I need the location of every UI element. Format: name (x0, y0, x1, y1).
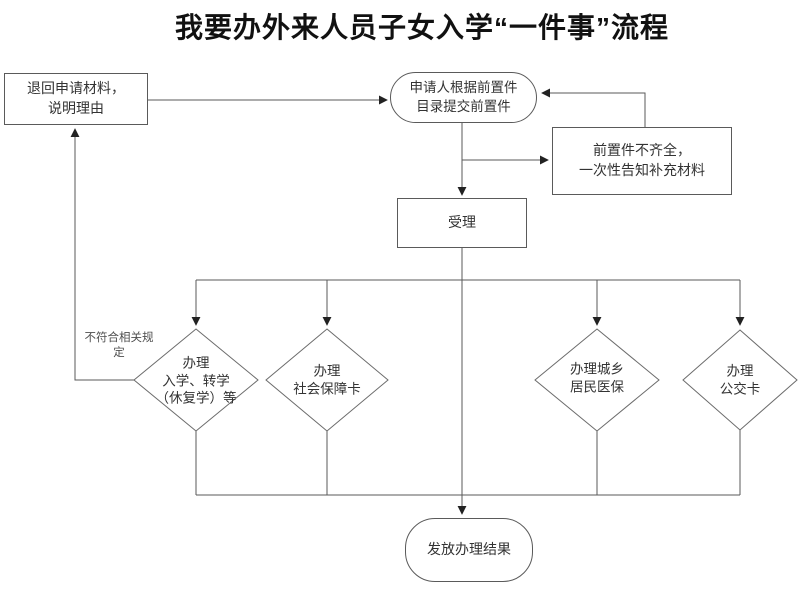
not-compliant-line1: 不符合相关规 (84, 332, 154, 344)
diamond-social-security-label: 办理 社会保障卡 (293, 362, 361, 397)
bus-card-line1: 办理 (726, 363, 754, 379)
social-security-line2: 社会保障卡 (293, 381, 361, 396)
return-materials-box: 退回申请材料， 说明理由 (4, 73, 148, 125)
accept-label: 受理 (448, 214, 476, 231)
enrollment-line2: 入学、转学 (162, 373, 230, 389)
medical-insurance-line2: 居民医保 (570, 379, 624, 394)
diamond-enrollment-label: 办理 入学、转学 （休复学）等 (156, 355, 237, 408)
diamond-bus-card-label: 办理 公交卡 (720, 362, 761, 397)
not-compliant-edge-label: 不符合相关规 定 (82, 331, 156, 361)
bus-card-line2: 公交卡 (719, 381, 761, 396)
diamond-medical-insurance-label: 办理城乡 居民医保 (570, 360, 624, 395)
incomplete-notice-box: 前置件不齐全， 一次性告知补充材料 (552, 127, 732, 195)
issue-result-terminator: 发放办理结果 (405, 518, 533, 582)
edge-noncompliant-return (70, 128, 134, 381)
submit-prerequisites-line2: 目录提交前置件 (416, 98, 511, 114)
social-security-line1: 办理 (313, 363, 341, 379)
accept-box: 受理 (397, 198, 527, 248)
enrollment-line3: （休复学）等 (155, 390, 237, 406)
medical-insurance-line1: 办理城乡 (570, 361, 624, 377)
submit-prerequisites-line1: 申请人根据前置件 (409, 80, 518, 96)
submit-prerequisites-terminator: 申请人根据前置件 目录提交前置件 (390, 72, 537, 123)
return-materials-line1: 退回申请材料， (27, 80, 125, 97)
return-materials-line2: 说明理由 (48, 100, 104, 116)
page-title: 我要办外来人员子女入学“一件事”流程 (174, 12, 669, 43)
enrollment-line1: 办理 (182, 355, 210, 371)
incomplete-notice-line1: 前置件不齐全， (593, 142, 691, 159)
incomplete-notice-line2: 一次性告知补充材料 (579, 162, 705, 178)
issue-result-label: 发放办理结果 (427, 541, 511, 558)
not-compliant-line2: 定 (113, 346, 125, 359)
edge-notice-to-submit (541, 88, 646, 127)
